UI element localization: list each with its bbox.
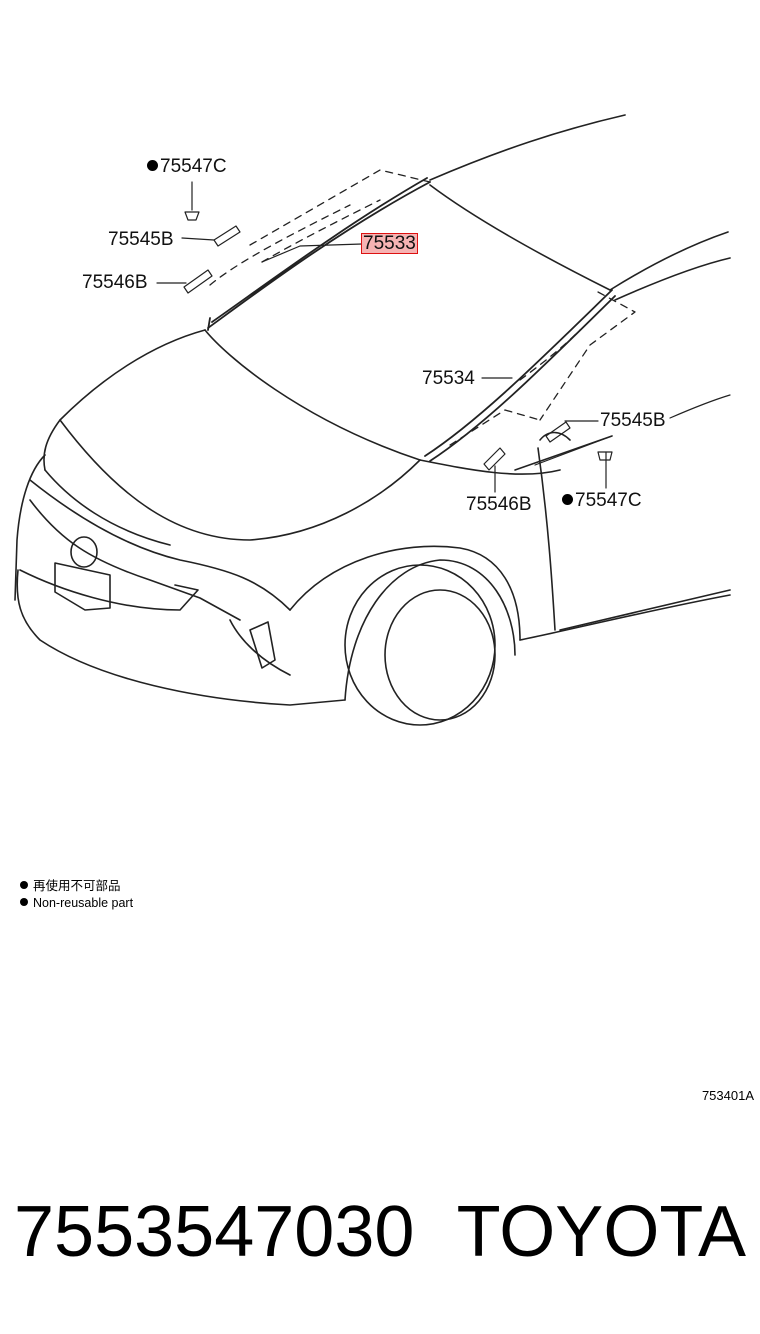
clip-icon (184, 181, 200, 221)
callout-molding-right: 75534 (422, 368, 475, 390)
rocker (559, 589, 731, 631)
license-plate (54, 562, 111, 611)
roof-edge (429, 184, 611, 291)
front-face (14, 454, 46, 601)
dashed-guides (209, 169, 636, 446)
molding-left (207, 177, 431, 331)
roof-line (429, 114, 626, 181)
non-reusable-dot-icon (147, 160, 158, 171)
legend-dot-icon (20, 881, 28, 889)
molding-right (424, 289, 616, 462)
fender-line (289, 545, 521, 641)
roof-rail-right (609, 231, 729, 291)
hood-front (44, 469, 171, 546)
legend-text: Non-reusable part (33, 896, 134, 910)
callout-text: 75545B (600, 410, 666, 431)
toyota-emblem (70, 536, 98, 568)
non-reusable-dot-icon (562, 494, 573, 505)
callout-text: 75534 (422, 368, 475, 389)
callout-text: 75547C (160, 156, 227, 177)
bracket-icon (483, 447, 506, 471)
roof-rail-right-2 (614, 257, 731, 301)
clip-icon (597, 451, 613, 489)
hood-crease (59, 419, 421, 541)
legend-text: 再使用不可部品 (33, 879, 121, 893)
callout-molding-highlighted[interactable]: 75533 (361, 233, 418, 254)
windshield-molding-diagram (14, 114, 731, 726)
bracket-icon (213, 225, 241, 247)
bumper-lower (16, 569, 346, 706)
fog-light (249, 621, 276, 669)
lower-intake (229, 619, 291, 676)
wheel-arch (344, 559, 516, 701)
callout-bracket-right: 75545B (600, 410, 666, 432)
door-bottom (519, 594, 731, 641)
callout-text: 75547C (575, 490, 642, 511)
cowl-line (204, 329, 421, 461)
callout-text: 75546B (466, 494, 532, 515)
callout-bracket-top-left: 75545B (108, 229, 174, 251)
legend-dot-icon (20, 898, 28, 906)
legend-line-en: Non-reusable part (20, 895, 133, 911)
fender-upper (419, 459, 561, 475)
callout-clip-top-left: 75547C (147, 156, 227, 178)
drawing-code: 753401A (701, 1088, 754, 1103)
leader-lines (156, 237, 731, 493)
grille-upper (19, 569, 199, 611)
front-tire (344, 564, 496, 726)
hood-edge (43, 329, 206, 471)
callout-bracket-mid-left: 75546B (82, 272, 148, 294)
bracket-icon (183, 269, 213, 294)
callout-text: 75533 (363, 233, 416, 254)
callout-bracket-lower-right: 75546B (466, 494, 532, 516)
front-rim (384, 589, 496, 721)
door-front (537, 447, 556, 631)
bracket-icon (545, 421, 571, 443)
part-number: 7553547030 (14, 1192, 415, 1272)
callout-clip-lower-right: 75547C (562, 490, 642, 512)
legend-line-cn: 再使用不可部品 (20, 878, 121, 894)
callout-text: 75546B (82, 272, 148, 293)
callout-text: 75545B (108, 229, 174, 250)
bumper-top (29, 479, 291, 611)
headlight (29, 499, 241, 621)
brand-name: TOYOTA (456, 1192, 746, 1272)
mirror-base (539, 431, 571, 441)
